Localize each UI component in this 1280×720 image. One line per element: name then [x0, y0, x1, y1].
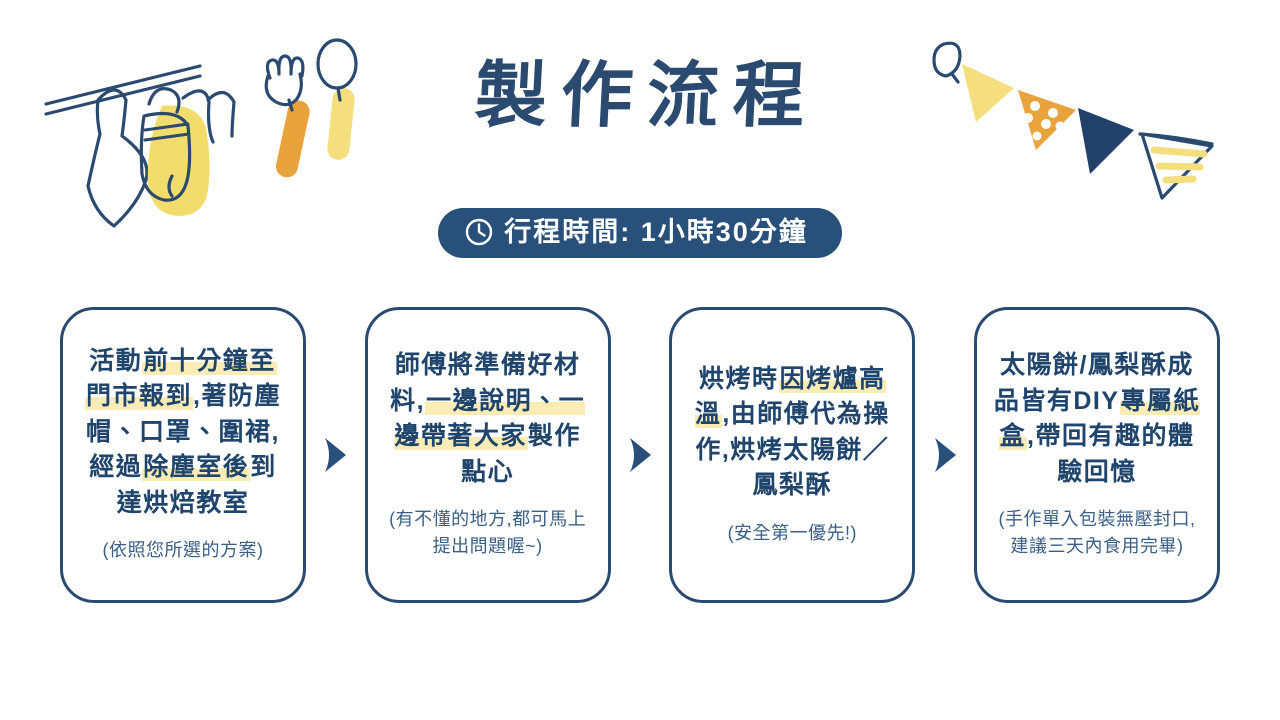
plain-text: ,帶回有趣的體驗回憶: [1027, 422, 1195, 486]
step-body-1: 活動前十分鐘至門市報到,著防塵帽、口罩、圍裙,經過除塵室後到達烘焙教室: [77, 344, 289, 522]
duration-badge-wrap: 行程時間: 1小時30分鐘: [0, 208, 1280, 258]
step-note-2: (有不懂的地方,都可馬上提出問題喔~): [389, 509, 587, 556]
highlighted-text: 除塵室後: [142, 453, 251, 482]
plain-text: ,著防塵帽、口罩、圍裙,經過: [86, 382, 281, 482]
highlighted-text: 前十分鐘至: [142, 346, 277, 375]
highlighted-text: 門市報到: [85, 382, 194, 411]
plain-text: 烘烤時: [699, 364, 779, 393]
plain-text: 太陽餅/鳳梨酥成品皆有DIY: [993, 351, 1194, 415]
plain-text: 師傅將準備好材料,: [390, 351, 581, 415]
page-title: 製作流程: [472, 53, 822, 137]
plain-text: 活動: [89, 346, 143, 375]
plain-text: ,由師傅代為操作,烘烤太陽餅／鳳梨酥: [695, 400, 890, 499]
step-card-3: 烘烤時因烤爐高溫,由師傅代為操作,烘烤太陽餅／鳳梨酥 (安全第一優先!): [669, 307, 916, 603]
plain-text: 到達烘焙教室: [116, 453, 277, 517]
chevron-right-icon-3: [934, 438, 956, 472]
step-body-4: 太陽餅/鳳梨酥成品皆有DIY專屬紙盒,帶回有趣的體驗回憶: [991, 348, 1203, 490]
step-note-3: (安全第一優先!): [727, 522, 858, 543]
step-body-3: 烘烤時因烤爐高溫,由師傅代為操作,烘烤太陽餅／鳳梨酥: [686, 362, 898, 504]
plain-text: 製作點心: [461, 422, 581, 486]
step-card-1: 活動前十分鐘至門市報到,著防塵帽、口罩、圍裙,經過除塵室後到達烘焙教室 (依照您…: [60, 307, 306, 603]
step-body-2: 師傅將準備好材料,一邊說明、一邊帶著大家製作點心: [382, 348, 594, 490]
chevron-right-icon-2: [629, 438, 651, 472]
duration-badge: 行程時間: 1小時30分鐘: [438, 208, 842, 258]
chevron-right-icon-1: [325, 438, 347, 472]
step-note-4: (手作單入包裝無壓封口,建議三天內食用完畢): [998, 509, 1196, 556]
clock-icon: [466, 218, 493, 246]
duration-badge-label: 行程時間: 1小時30分鐘: [504, 216, 808, 247]
step-note-1: (依照您所選的方案): [102, 540, 264, 561]
process-flow: 活動前十分鐘至門市報到,著防塵帽、口罩、圍裙,經過除塵室後到達烘焙教室 (依照您…: [60, 305, 1220, 605]
step-card-2: 師傅將準備好材料,一邊說明、一邊帶著大家製作點心 (有不懂的地方,都可馬上提出問…: [364, 307, 611, 603]
page-header: 製作流程: [0, 53, 1280, 137]
step-card-4: 太陽餅/鳳梨酥成品皆有DIY專屬紙盒,帶回有趣的體驗回憶 (手作單入包裝無壓封口…: [973, 307, 1220, 603]
